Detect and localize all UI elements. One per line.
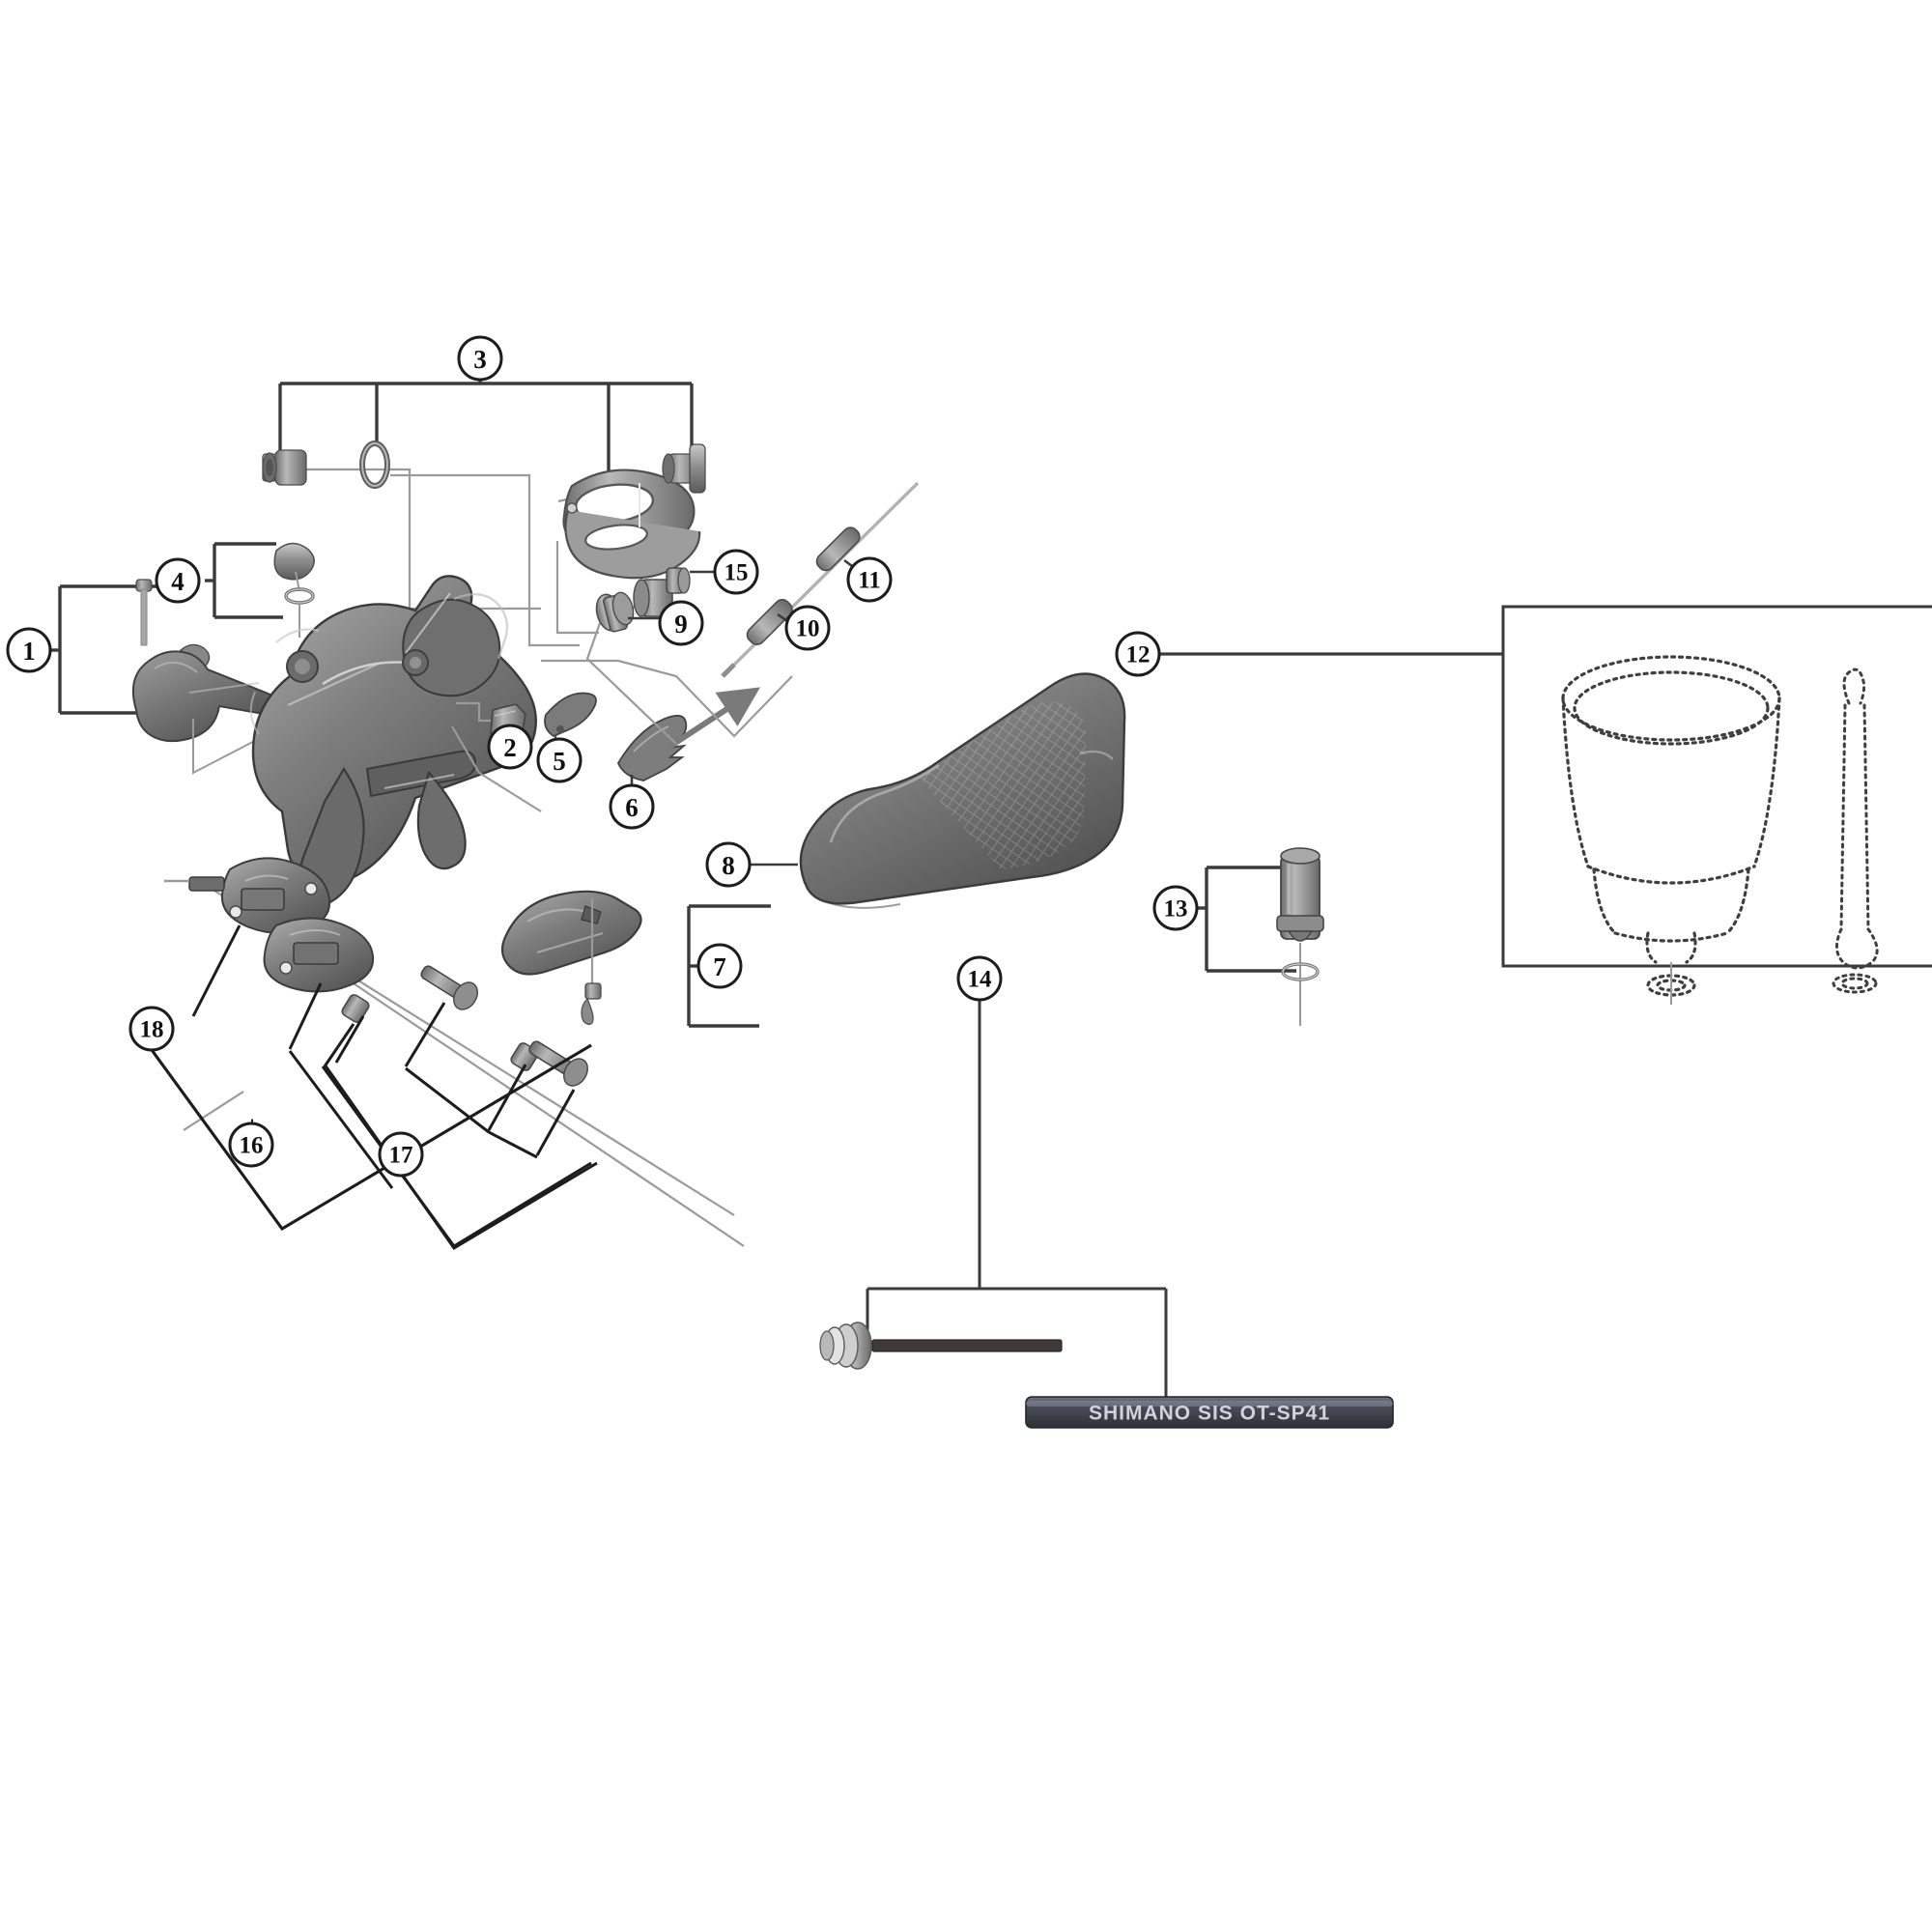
- thin-connector-lines-2-5: [451, 701, 542, 812]
- callout-9: 9: [658, 600, 704, 646]
- callout-2: 2: [487, 724, 533, 770]
- release-direction-arrow-icon: [665, 687, 761, 752]
- callout-16-17-frames: [145, 1042, 598, 1250]
- part-mount-bracket-upper: [164, 857, 330, 934]
- callout-7-bracket-lines: [687, 904, 771, 1028]
- part-reservoir-o-ring: [284, 587, 315, 605]
- callout-7-label: 7: [713, 952, 726, 981]
- callout-4-label: 4: [171, 567, 185, 596]
- callout-10: 10: [784, 605, 831, 651]
- part-clamp-band: [562, 469, 701, 580]
- group-13-bleed-nipple: [1197, 847, 1324, 1026]
- bolt-1: [420, 965, 478, 1010]
- part-lever-fixing-bolt: [135, 579, 153, 646]
- callout-17: 17: [378, 1131, 424, 1178]
- group-cable-and-ferrules: [541, 481, 920, 745]
- callout-18: 18: [128, 1006, 175, 1052]
- part-clamp-bolt-left: [262, 449, 307, 486]
- callout-11-label: 11: [858, 568, 881, 594]
- callout-1: 1: [6, 627, 52, 673]
- group-12-bleed-kit-box: [1159, 605, 1932, 1005]
- part-cable-bushing: [595, 591, 635, 633]
- callout-3: 3: [457, 335, 503, 382]
- callout-14: 14: [956, 955, 1003, 1002]
- group-4-cap-oring: [205, 542, 315, 638]
- part-shift-inner-cable: [819, 1321, 1063, 1370]
- group-16-17-18-mount-hardware: [145, 857, 745, 1250]
- callout-3-bracket-lines: [278, 373, 694, 470]
- callout-6-label: 6: [625, 793, 639, 822]
- callout-12-label: 12: [1126, 642, 1151, 668]
- callout-16-label: 16: [240, 1133, 264, 1159]
- callout-4: 4: [155, 557, 201, 604]
- part-cover-bolt: [581, 982, 602, 1025]
- part-clamp-bolt-right: [662, 443, 706, 494]
- part-main-lever-body: [249, 575, 537, 907]
- group-7-cover-bolt: [500, 890, 771, 1028]
- part-brake-lever-blade: [132, 643, 284, 743]
- group-3-clamp-band-unit: [262, 373, 706, 647]
- part-bleed-nipple: [1276, 847, 1324, 942]
- callout-5: 5: [536, 737, 582, 783]
- callout-1-label: 1: [22, 637, 36, 666]
- callout-4-bracket-lines: [205, 542, 283, 619]
- callout-8: 8: [705, 841, 752, 888]
- part-bleed-funnel-rod: [1832, 668, 1879, 994]
- part-pin-set: [341, 965, 588, 1087]
- group-14-shift-cable: SHIMANO SIS OT-SP41: [819, 1000, 1394, 1429]
- callout-3-label: 3: [473, 345, 487, 374]
- part-cable-ferrule-a: [746, 598, 793, 645]
- callout-15-label: 15: [724, 560, 749, 586]
- callout-11: 11: [846, 556, 893, 603]
- callout-2-label: 2: [503, 733, 517, 762]
- part-reservoir-cap: [273, 542, 315, 581]
- part-bleed-o-ring: [1281, 962, 1320, 981]
- part-clamp-washer: [359, 440, 390, 489]
- callout-8-label: 8: [722, 851, 735, 880]
- callout-bubbles: 1 2 3 4 5 6 7 8 9 10 11 12 13 14 15 16 1…: [6, 335, 1199, 1178]
- part-release-lever: [616, 714, 688, 781]
- callout-15: 15: [713, 549, 759, 595]
- part-pawl-lever: [544, 692, 597, 749]
- callout-18-label: 18: [140, 1017, 164, 1043]
- callout-12: 12: [1115, 631, 1161, 677]
- callout-6: 6: [609, 783, 655, 830]
- part-bracket-cover-hood: [799, 672, 1126, 909]
- part-shift-outer-casing: SHIMANO SIS OT-SP41: [1025, 1396, 1394, 1429]
- callout-13: 13: [1152, 885, 1199, 931]
- casing-printed-text: SHIMANO SIS OT-SP41: [1089, 1403, 1330, 1425]
- callout-7: 7: [696, 943, 743, 989]
- bolt-2: [528, 1040, 588, 1087]
- callout-10-label: 10: [796, 616, 820, 642]
- callout-17-label: 17: [389, 1143, 413, 1169]
- callout-16: 16: [228, 1122, 274, 1168]
- part-cover-plate: [500, 890, 642, 976]
- part-cable-ferrule-b: [815, 526, 861, 572]
- part-cable-adjust-barrel: [633, 567, 691, 617]
- callout-13-label: 13: [1164, 896, 1188, 923]
- part-mount-bracket-lower: [263, 917, 375, 993]
- callout-5-label: 5: [553, 747, 566, 776]
- pin-1: [341, 994, 370, 1023]
- callout-9-label: 9: [674, 610, 688, 639]
- callout-14-label: 14: [968, 967, 993, 993]
- part-bleed-funnel-cup: [1561, 655, 1781, 997]
